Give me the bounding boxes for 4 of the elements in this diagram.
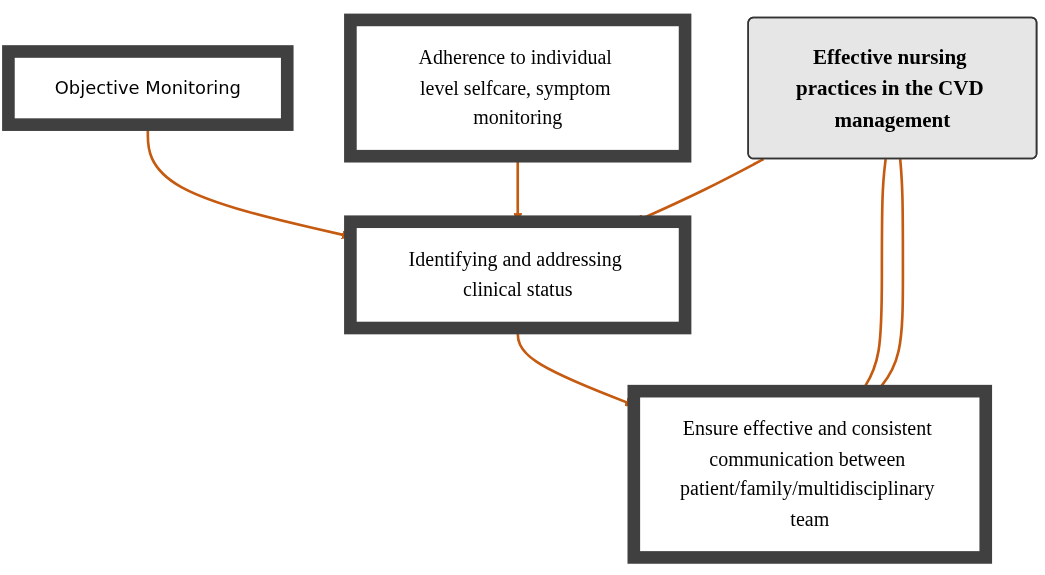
node-box: Objective Monitoring <box>2 45 294 131</box>
node-box: Ensure effective and consistent communication between patient/family/multidisciplinary team <box>627 384 993 564</box>
node-box: Adherence to individual level selfcare, symptom monitoring <box>344 13 692 163</box>
node-box: Identifying and addressing clinical status <box>344 215 692 335</box>
